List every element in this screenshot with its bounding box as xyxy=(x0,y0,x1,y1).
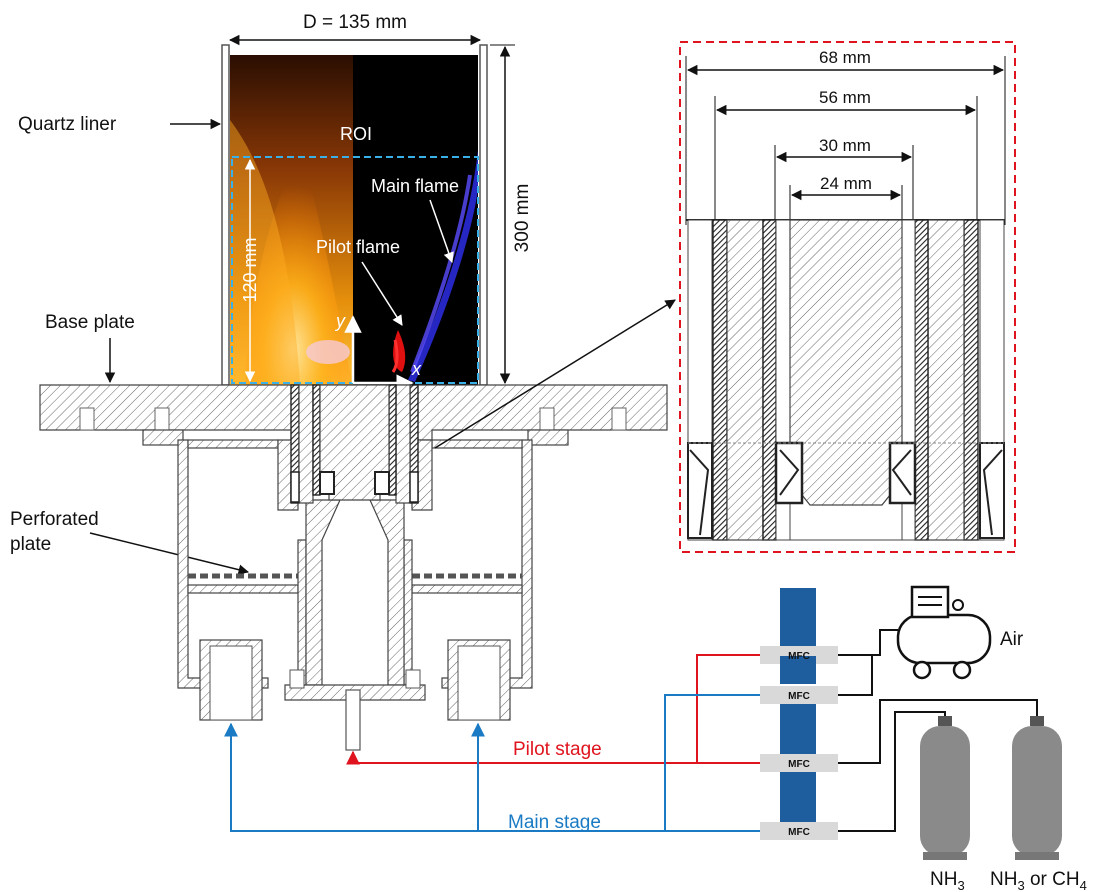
air-label: Air xyxy=(1000,629,1024,650)
pilot-stage-label: Pilot stage xyxy=(513,739,602,760)
detail-box xyxy=(679,41,1016,553)
height-300-label: 300 mm xyxy=(512,184,533,253)
gas-cylinder-icon xyxy=(920,716,970,860)
main-flame-label: Main flame xyxy=(371,176,459,196)
burner-body xyxy=(39,384,668,751)
dim-24-label: 24 mm xyxy=(820,174,872,193)
air-compressor-icon xyxy=(896,585,992,680)
nh3-or-ch4-label: NH3 or CH4 xyxy=(990,869,1087,892)
height-120-label: 120 mm xyxy=(240,237,260,302)
gas-cylinder-icon xyxy=(1012,716,1062,860)
diameter-label: D = 135 mm xyxy=(303,12,407,33)
main-stage-label: Main stage xyxy=(508,812,601,833)
axis-x-label: x xyxy=(411,359,422,379)
mfc-label-1: MFC xyxy=(788,651,810,662)
gas-supply: MFC MFC MFC MFC Air NH3 NH3 or CH4 xyxy=(224,585,1087,892)
axis-y-label: y xyxy=(334,311,346,331)
dim-30-label: 30 mm xyxy=(819,136,871,155)
roi-label: ROI xyxy=(340,124,372,144)
pilot-flame-label: Pilot flame xyxy=(316,237,400,257)
nh3-label: NH3 xyxy=(930,869,965,892)
mfc-label-4: MFC xyxy=(788,827,810,838)
perforated-plate-label-1: Perforated xyxy=(10,509,99,530)
dim-68-label: 68 mm xyxy=(819,48,871,67)
dim-56-label: 56 mm xyxy=(819,88,871,107)
mfc-label-2: MFC xyxy=(788,691,810,702)
quartz-liner-right xyxy=(479,44,488,386)
detail-view: 68 mm 56 mm 30 mm 24 mm xyxy=(679,41,1016,553)
quartz-liner-label: Quartz liner xyxy=(18,114,117,135)
base-plate-label: Base plate xyxy=(45,312,135,333)
mfc-label-3: MFC xyxy=(788,759,810,770)
perforated-plate-label-2: plate xyxy=(10,534,51,555)
quartz-liner-left xyxy=(221,44,230,386)
